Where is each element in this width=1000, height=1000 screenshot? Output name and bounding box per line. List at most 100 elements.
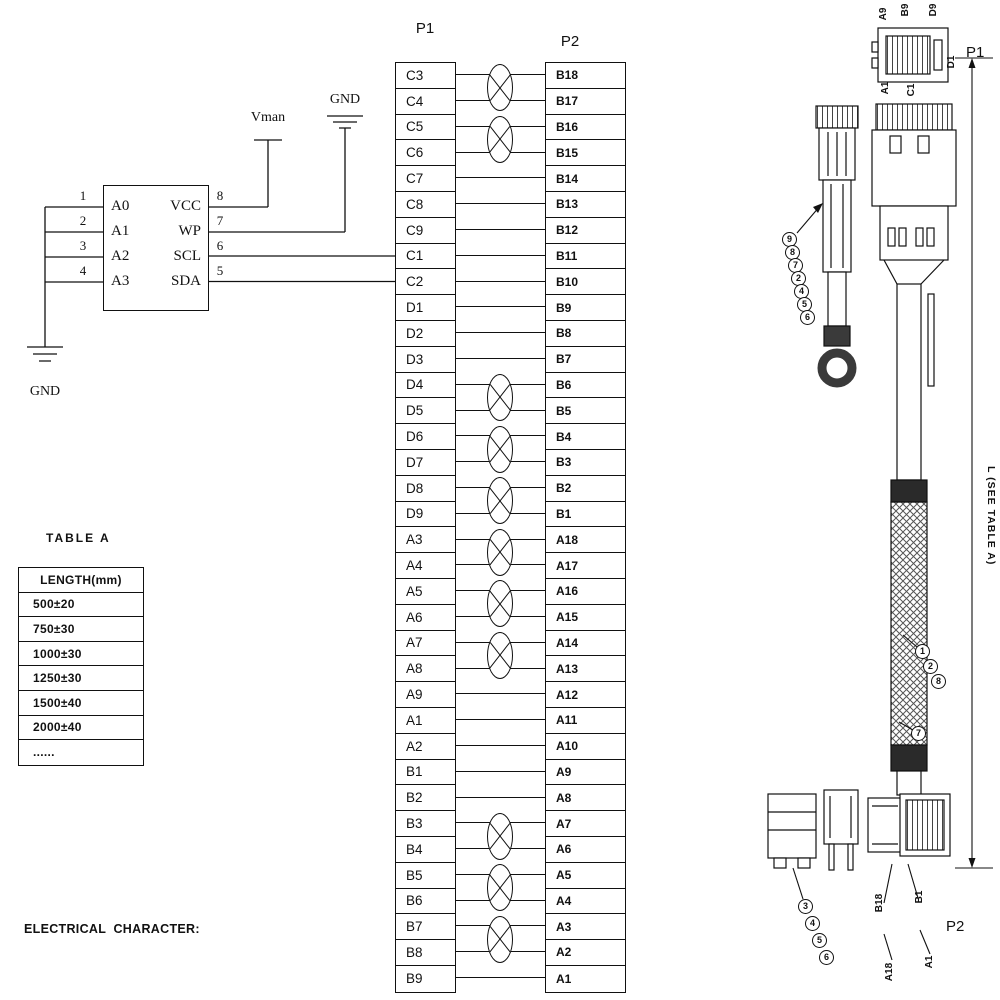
p2-pin-cell: A7 [546, 811, 625, 837]
p2-pin-cell: B11 [546, 243, 625, 270]
p2-pin-cell: A15 [546, 604, 625, 631]
p1-pin-cell: D4 [396, 372, 455, 399]
p1-pin-cell: C9 [396, 217, 455, 244]
wire-line [456, 965, 545, 991]
ic-pin-label: A2 [111, 248, 130, 264]
gnd-top-label: GND [329, 92, 361, 107]
p1-pin-cell: C2 [396, 269, 455, 296]
p1-pin-cell: A9 [396, 682, 455, 708]
p2-pin-cell: A18 [546, 527, 625, 554]
p1-pin-cell: D1 [396, 295, 455, 321]
p2-pin-cell: B7 [546, 346, 625, 373]
p2-pin-cell: B17 [546, 88, 625, 115]
p2-column-header: P2 [560, 33, 580, 50]
p2-pin-corner-label: B1 [914, 890, 925, 904]
p2-pin-cell: B8 [546, 320, 625, 347]
twisted-pair-symbol [487, 115, 513, 163]
ic-pin-number: 5 [216, 263, 224, 278]
callout-balloon: 5 [812, 933, 827, 948]
twisted-pair-symbol [487, 425, 513, 473]
table-a-row: 750±30 [19, 617, 143, 642]
callout-balloon: 4 [805, 916, 820, 931]
p2-pin-cell: A3 [546, 914, 625, 941]
p1-pin-cell: C3 [396, 63, 455, 89]
p1-pin-cell: B5 [396, 862, 455, 889]
p2-pin-cell: B13 [546, 191, 625, 218]
ic-pin-number: 4 [79, 263, 87, 278]
p1-pin-cell: C6 [396, 140, 455, 167]
p2-pin-corner-label: A1 [924, 955, 935, 969]
p2-pin-cell: B18 [546, 63, 625, 89]
p1-pin-cell: A2 [396, 733, 455, 760]
ic-pin-label: VCC [170, 198, 201, 214]
twisted-pair-symbol [487, 477, 513, 525]
electrical-notes: ELECTRICAL CHARACTER: a. 100% OPEN&SHORT… [24, 880, 321, 1000]
p1-pin-cell: A6 [396, 604, 455, 631]
p2-pin-cell: B16 [546, 114, 625, 141]
ic-pin-label: A1 [111, 223, 130, 239]
p1-pin-cell: A7 [396, 630, 455, 657]
twisted-pair-symbol [487, 631, 513, 679]
length-dimension-label: L (SEE TABLE A) [985, 466, 997, 566]
p1-pin-cell: D7 [396, 449, 455, 476]
callout-balloon: 3 [798, 899, 813, 914]
p1-pin-corner-label: C1 [906, 83, 917, 97]
twisted-pair-symbol [487, 864, 513, 912]
callout-balloon: 8 [931, 674, 946, 689]
table-a-row: 1250±30 [19, 666, 143, 691]
p1-pin-cell: A8 [396, 656, 455, 683]
cable-p1-label: P1 [966, 44, 985, 61]
gnd-bottom-label: GND [29, 384, 61, 399]
twisted-pair-symbol [487, 915, 513, 963]
p2-pin-cell: A17 [546, 553, 625, 579]
p1-pin-corner-label: B9 [900, 3, 911, 17]
p1-pin-cell: D6 [396, 424, 455, 450]
p1-pin-cell: C5 [396, 114, 455, 141]
p1-pin-cell: C8 [396, 191, 455, 218]
p1-pin-cell: A5 [396, 578, 455, 605]
ic-pin-label: SDA [170, 273, 201, 289]
p2-pin-cell: A8 [546, 785, 625, 812]
p1-pin-cell: B4 [396, 836, 455, 863]
electrical-items: a. 100% OPEN&SHORT TESTING;b. WITHSTANDI… [24, 978, 321, 1000]
p1-pin-cell: C4 [396, 88, 455, 115]
p2-pin-cell: B1 [546, 501, 625, 528]
p1-pin-corner-label: D1 [946, 55, 957, 69]
p2-pin-cell: A1 [546, 965, 625, 992]
p2-pin-cell: B6 [546, 372, 625, 399]
table-a-header: LENGTH(mm) [19, 568, 143, 593]
p1-pin-cell: C1 [396, 243, 455, 270]
p1-pin-cell: D2 [396, 320, 455, 347]
callout-balloon: 6 [800, 310, 815, 325]
p2-pin-cell: B14 [546, 166, 625, 192]
p2-pin-cell: B12 [546, 217, 625, 244]
p2-pin-cell: B9 [546, 295, 625, 321]
table-a-row: 1500±40 [19, 690, 143, 716]
p2-pin-cell: A2 [546, 940, 625, 966]
p2-pin-cell: B10 [546, 269, 625, 296]
wire-line [456, 681, 545, 707]
p1-pin-cell: B6 [396, 888, 455, 915]
p2-pin-cell: A12 [546, 682, 625, 708]
p2-pin-cell: B5 [546, 398, 625, 425]
wire-line [456, 707, 545, 733]
twisted-pair-symbol [487, 64, 513, 112]
p2-pin-cell: B4 [546, 424, 625, 450]
p2-pin-cell: A9 [546, 759, 625, 786]
vman-label: Vman [250, 110, 286, 125]
table-a-title: TABLE A [46, 531, 111, 545]
twisted-pair-symbol [487, 580, 513, 628]
p1-pin-cell: C7 [396, 166, 455, 192]
p2-pin-cell: A14 [546, 630, 625, 657]
table-a-row: ...... [19, 740, 143, 765]
p1-pin-corner-label: A1 [880, 81, 891, 95]
callout-balloon: 7 [911, 726, 926, 741]
p2-pin-corner-label: A18 [884, 962, 895, 982]
p1-pin-cell: A4 [396, 553, 455, 579]
wire-line [456, 268, 545, 294]
